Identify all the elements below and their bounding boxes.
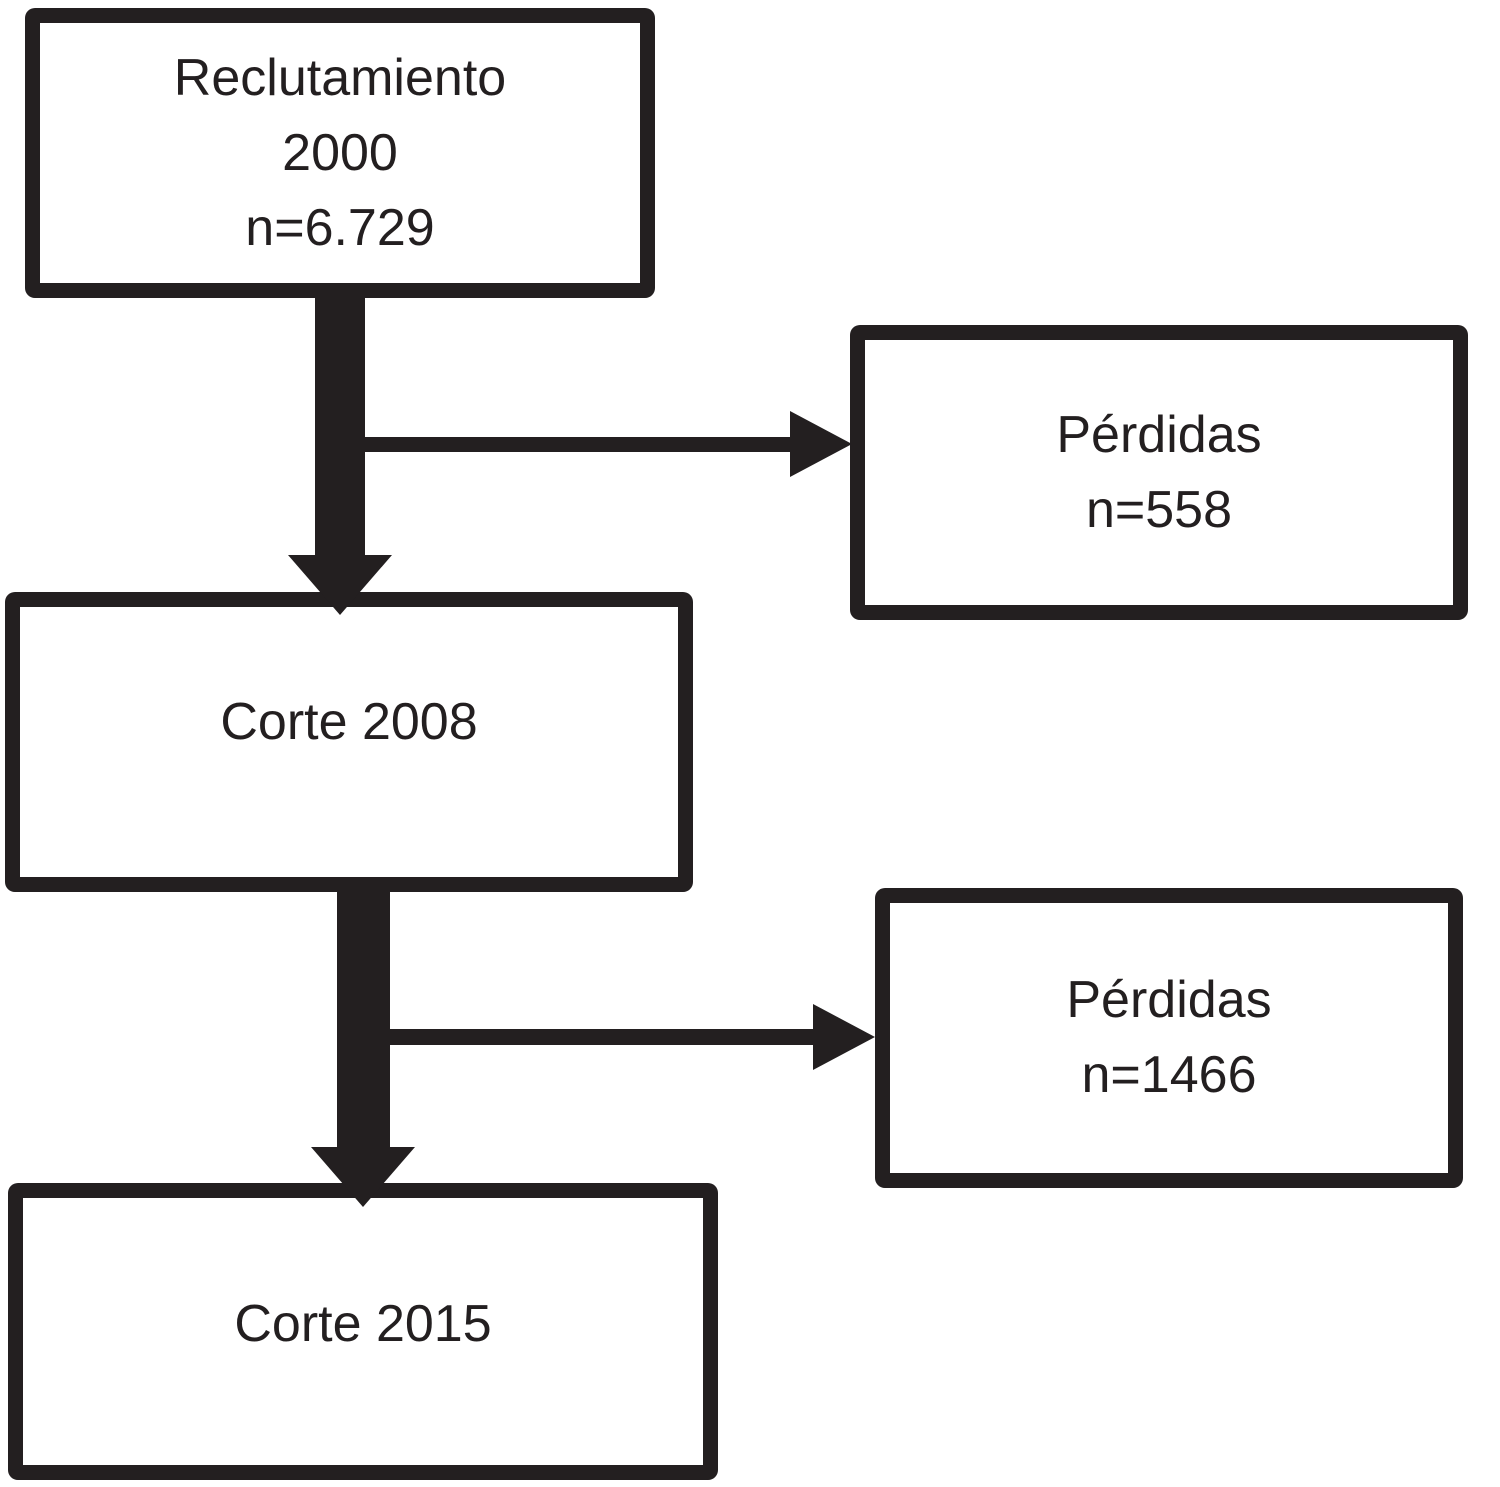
node-perdidas-1466: Pérdidas n=1466 (875, 888, 1463, 1188)
node-label-line: Reclutamiento (173, 48, 507, 107)
node-label-line: n=6.729 (245, 198, 435, 257)
down-arrowhead-icon (288, 555, 392, 615)
node-corte-2015: Corte 2015 (8, 1183, 718, 1480)
down-arrowhead-icon (311, 1147, 415, 1207)
node-label-line: Pérdidas (1066, 971, 1272, 1029)
right-arrowhead-icon (813, 1004, 875, 1070)
right-arrowhead-icon (790, 411, 852, 477)
node-label-line: n=558 (1085, 480, 1233, 539)
node-label-line: Corte 2015 (234, 1294, 492, 1353)
node-label-line: Pérdidas (1056, 405, 1262, 464)
node-corte-2008: Corte 2008 (5, 592, 693, 892)
right-arrow-line (385, 1029, 815, 1045)
node-reclutamiento-2000: Reclutamiento 2000 n=6.729 (25, 8, 655, 298)
right-arrow-line (360, 437, 792, 452)
down-arrow-shaft (315, 293, 365, 557)
node-label-line: 2000 (282, 123, 398, 182)
node-label-line: Corte 2008 (220, 692, 478, 751)
node-label-line: n=1466 (1081, 1046, 1257, 1104)
node-perdidas-558: Pérdidas n=558 (850, 325, 1468, 620)
down-arrow-shaft (337, 886, 390, 1148)
